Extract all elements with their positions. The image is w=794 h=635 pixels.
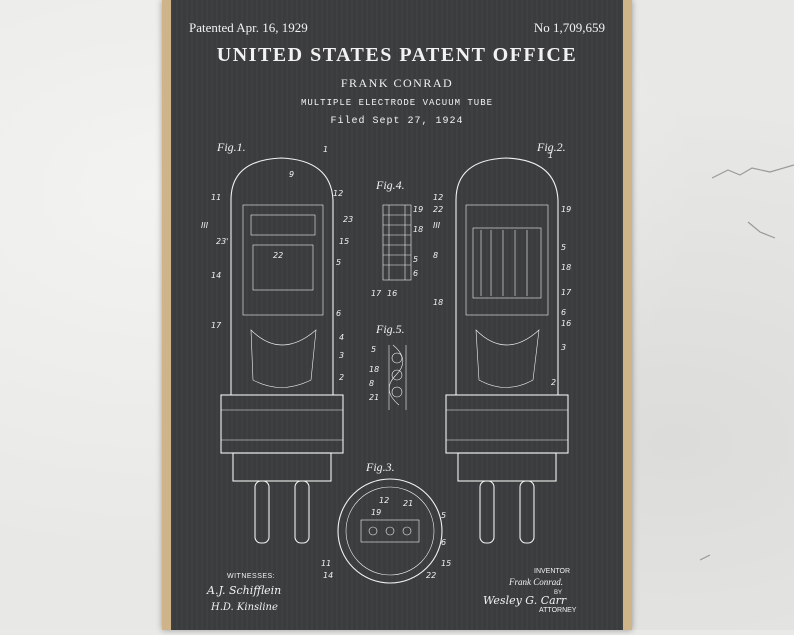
svg-text:19: 19 <box>371 508 381 517</box>
patent-office-title: UNITED STATES PATENT OFFICE <box>216 44 578 66</box>
svg-text:18: 18 <box>369 365 379 374</box>
svg-text:5: 5 <box>413 255 418 264</box>
svg-text:III: III <box>201 221 209 230</box>
patent-subject: MULTIPLE ELECTRODE VACUUM TUBE <box>300 98 494 108</box>
svg-text:5: 5 <box>441 511 446 520</box>
fig3-section-drawing: 12 21 19 5 6 11 14 15 22 <box>321 478 451 584</box>
svg-text:22: 22 <box>433 205 443 214</box>
svg-text:18: 18 <box>561 263 571 272</box>
svg-text:12: 12 <box>333 189 343 198</box>
svg-text:19: 19 <box>561 205 571 214</box>
svg-text:6: 6 <box>441 538 446 547</box>
svg-text:11: 11 <box>321 559 331 568</box>
svg-text:1: 1 <box>323 145 328 154</box>
fig2-label: Fig.2. <box>537 140 566 154</box>
svg-text:5: 5 <box>561 243 566 252</box>
svg-text:23': 23' <box>216 237 228 246</box>
fig4-label: Fig.4. <box>376 178 405 192</box>
svg-text:17: 17 <box>371 289 382 298</box>
svg-text:5: 5 <box>371 345 376 354</box>
svg-text:2: 2 <box>339 373 344 382</box>
svg-text:8: 8 <box>433 251 438 260</box>
svg-text:6: 6 <box>413 269 418 278</box>
svg-text:14: 14 <box>211 271 221 280</box>
patent-number: No 1,709,659 <box>533 20 605 35</box>
svg-text:III: III <box>433 221 441 230</box>
svg-text:17: 17 <box>211 321 222 330</box>
patent-poster: Patented Apr. 16, 1929 No 1,709,659 UNIT… <box>171 0 623 630</box>
attorney-signature: Wesley G. Carr <box>483 594 567 607</box>
patented-date: Patented Apr. 16, 1929 <box>189 20 308 35</box>
svg-text:12: 12 <box>433 193 443 202</box>
svg-text:23: 23 <box>343 215 353 224</box>
svg-text:22: 22 <box>426 571 436 580</box>
svg-text:6: 6 <box>561 308 566 317</box>
svg-text:1: 1 <box>548 151 553 160</box>
svg-text:15: 15 <box>339 237 349 246</box>
witness-signature-1: A.J. Schifflein <box>207 584 282 597</box>
witness-signature-2: H.D. Kinsline <box>211 602 278 613</box>
svg-text:21: 21 <box>369 393 379 402</box>
svg-text:14: 14 <box>323 571 333 580</box>
svg-text:2: 2 <box>551 378 556 387</box>
svg-text:22: 22 <box>273 251 283 260</box>
fig1-label: Fig.1. <box>217 140 246 154</box>
filed-date: Filed Sept 27, 1924 <box>330 116 464 127</box>
fig1-tube-drawing: 1 9 12 11 III 23 15 23' 22 14 5 6 17 4 3 2 <box>201 145 353 544</box>
svg-text:15: 15 <box>441 559 451 568</box>
svg-text:4: 4 <box>339 333 344 342</box>
svg-text:21: 21 <box>403 499 413 508</box>
inventor-label: INVENTOR <box>534 568 571 575</box>
svg-text:3: 3 <box>339 351 344 360</box>
svg-text:12: 12 <box>379 496 389 505</box>
svg-text:9: 9 <box>289 170 294 179</box>
svg-text:11: 11 <box>211 193 221 202</box>
svg-text:16: 16 <box>561 319 571 328</box>
fig5-label: Fig.5. <box>376 322 405 336</box>
fig5-detail-drawing: 5 18 8 21 <box>369 344 407 410</box>
attorney-label: ATTORNEY <box>539 607 577 614</box>
svg-text:8: 8 <box>369 379 374 388</box>
svg-text:19: 19 <box>413 205 423 214</box>
svg-text:16: 16 <box>387 289 397 298</box>
witnesses-label: WITNESSES: <box>227 573 276 580</box>
svg-text:18: 18 <box>413 225 423 234</box>
by-label: BY <box>554 590 563 596</box>
svg-text:18: 18 <box>433 298 443 307</box>
svg-text:5: 5 <box>336 258 341 267</box>
fig2-tube-drawing: 1 12 22 19 III 8 5 18 18 17 6 16 3 2 <box>433 151 572 544</box>
svg-text:3: 3 <box>561 343 566 352</box>
svg-text:6: 6 <box>336 309 341 318</box>
inventor-signature: Frank Conrad. <box>509 577 563 587</box>
inventor-name: FRANK CONRAD <box>340 76 454 90</box>
svg-text:17: 17 <box>561 288 572 297</box>
fig4-detail-drawing: 19 18 5 6 17 16 <box>371 204 423 298</box>
fig3-label: Fig.3. <box>366 460 395 474</box>
